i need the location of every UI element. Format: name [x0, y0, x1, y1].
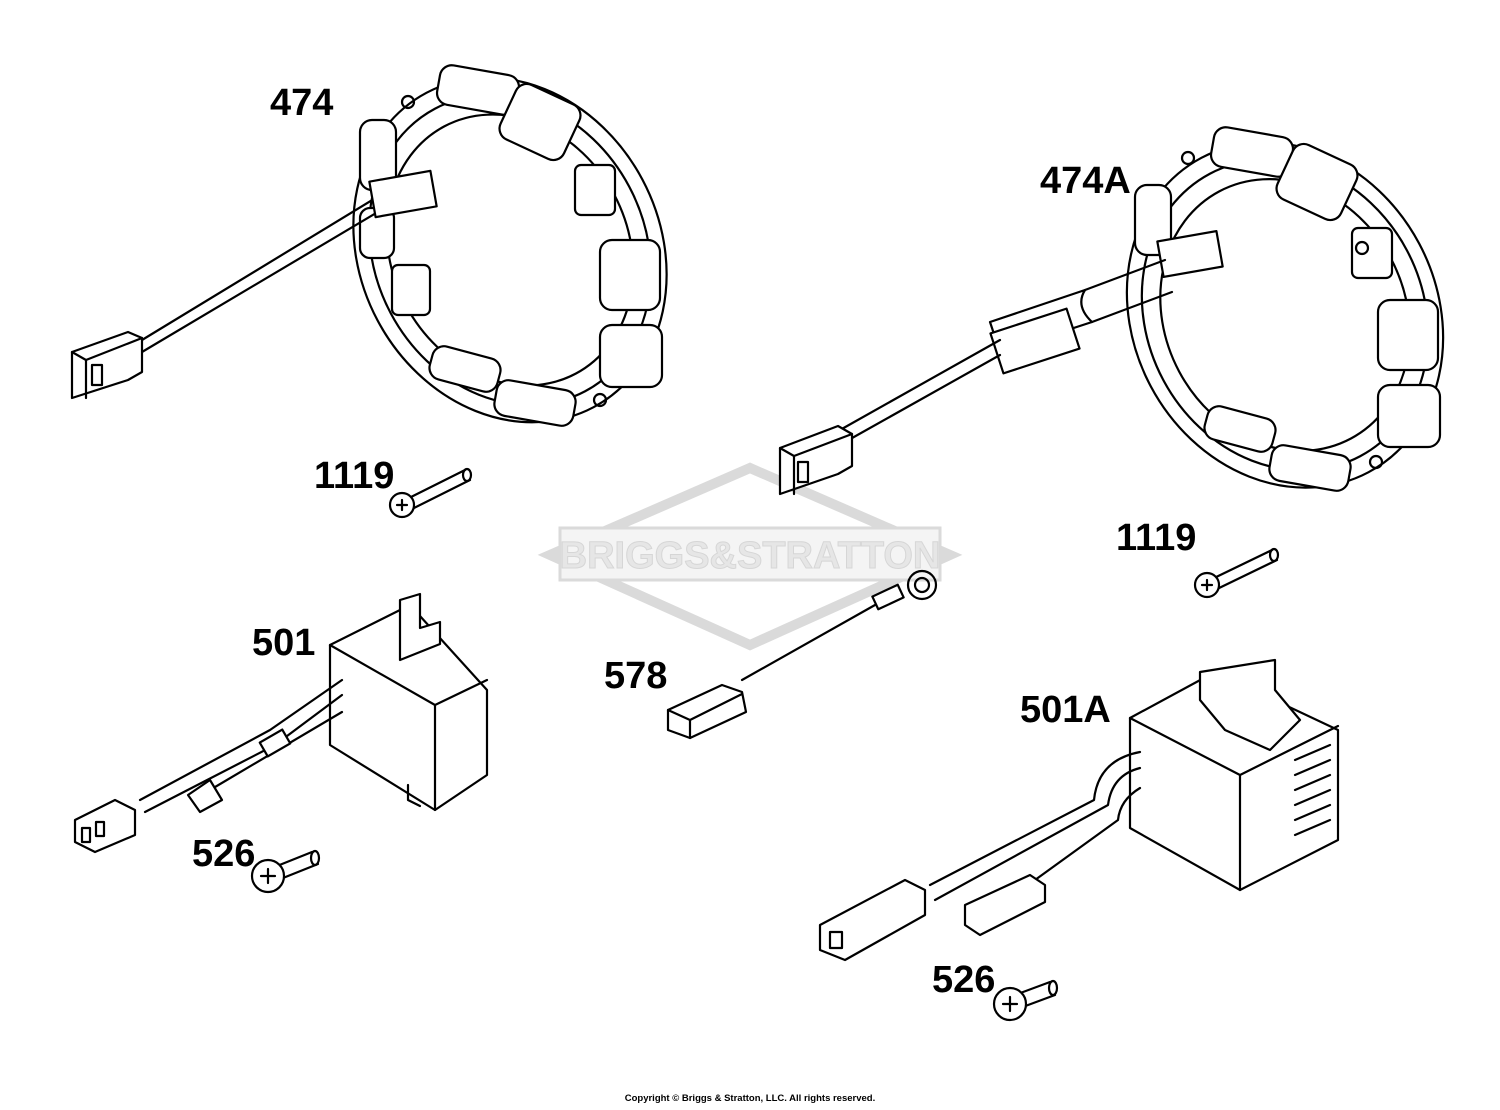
regulator-501a[interactable]: [818, 658, 1340, 962]
part-label-501a: 501A: [1020, 689, 1111, 731]
part-label-1119-left: 1119: [314, 455, 394, 497]
screw-526-right: [992, 979, 1059, 1022]
part-label-526-left: 526: [192, 833, 255, 875]
ground-wire-578[interactable]: [666, 569, 938, 740]
stator-474a[interactable]: [1067, 86, 1500, 543]
watermark-text: BRIGGS&STRATTON: [560, 535, 941, 577]
part-label-1119-right: 1119: [1116, 517, 1196, 559]
brand-watermark: BRIGGS&STRATTON: [537, 462, 963, 651]
connector-474: [70, 330, 144, 400]
part-label-501: 501: [252, 622, 315, 664]
screw-1119-right: [1193, 547, 1280, 599]
part-label-474a: 474A: [1040, 160, 1131, 202]
screw-526-left: [250, 849, 321, 894]
copyright-notice: Copyright © Briggs & Stratton, LLC. All …: [624, 1093, 876, 1104]
harness-474a: [778, 258, 1174, 496]
screw-1119-left: [388, 467, 473, 519]
part-label-578: 578: [604, 655, 667, 697]
regulator-501[interactable]: [73, 592, 489, 854]
part-label-526-right: 526: [932, 959, 995, 1001]
stator-474[interactable]: [140, 22, 726, 477]
part-label-474: 474: [270, 82, 333, 124]
